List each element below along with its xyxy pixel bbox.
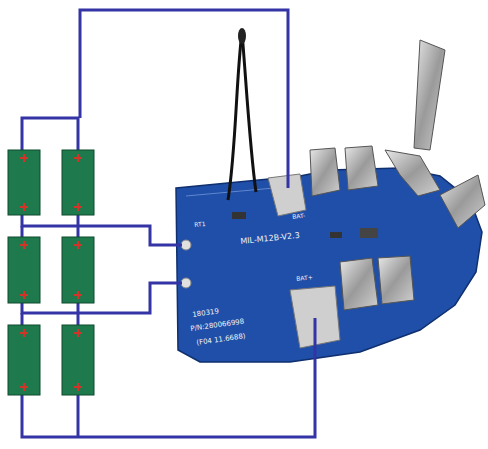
thermistor-wire: [242, 32, 256, 192]
terminal: [414, 40, 445, 150]
terminal: [378, 256, 414, 304]
component: [232, 212, 246, 219]
thermistor: [238, 28, 246, 44]
component: [330, 232, 342, 238]
terminal: [345, 146, 378, 190]
component: [360, 228, 378, 238]
battery-cells: [8, 150, 94, 395]
terminal: [340, 258, 378, 310]
pcb-board: [176, 168, 482, 362]
wire: [22, 10, 315, 437]
terminal: [310, 148, 340, 196]
board-marking: RT1: [194, 221, 206, 228]
solder-pad: [181, 240, 191, 250]
terminal: [440, 175, 485, 228]
terminal: [385, 150, 440, 196]
solder-pad: [181, 278, 191, 288]
thermistor-wire: [228, 32, 242, 200]
